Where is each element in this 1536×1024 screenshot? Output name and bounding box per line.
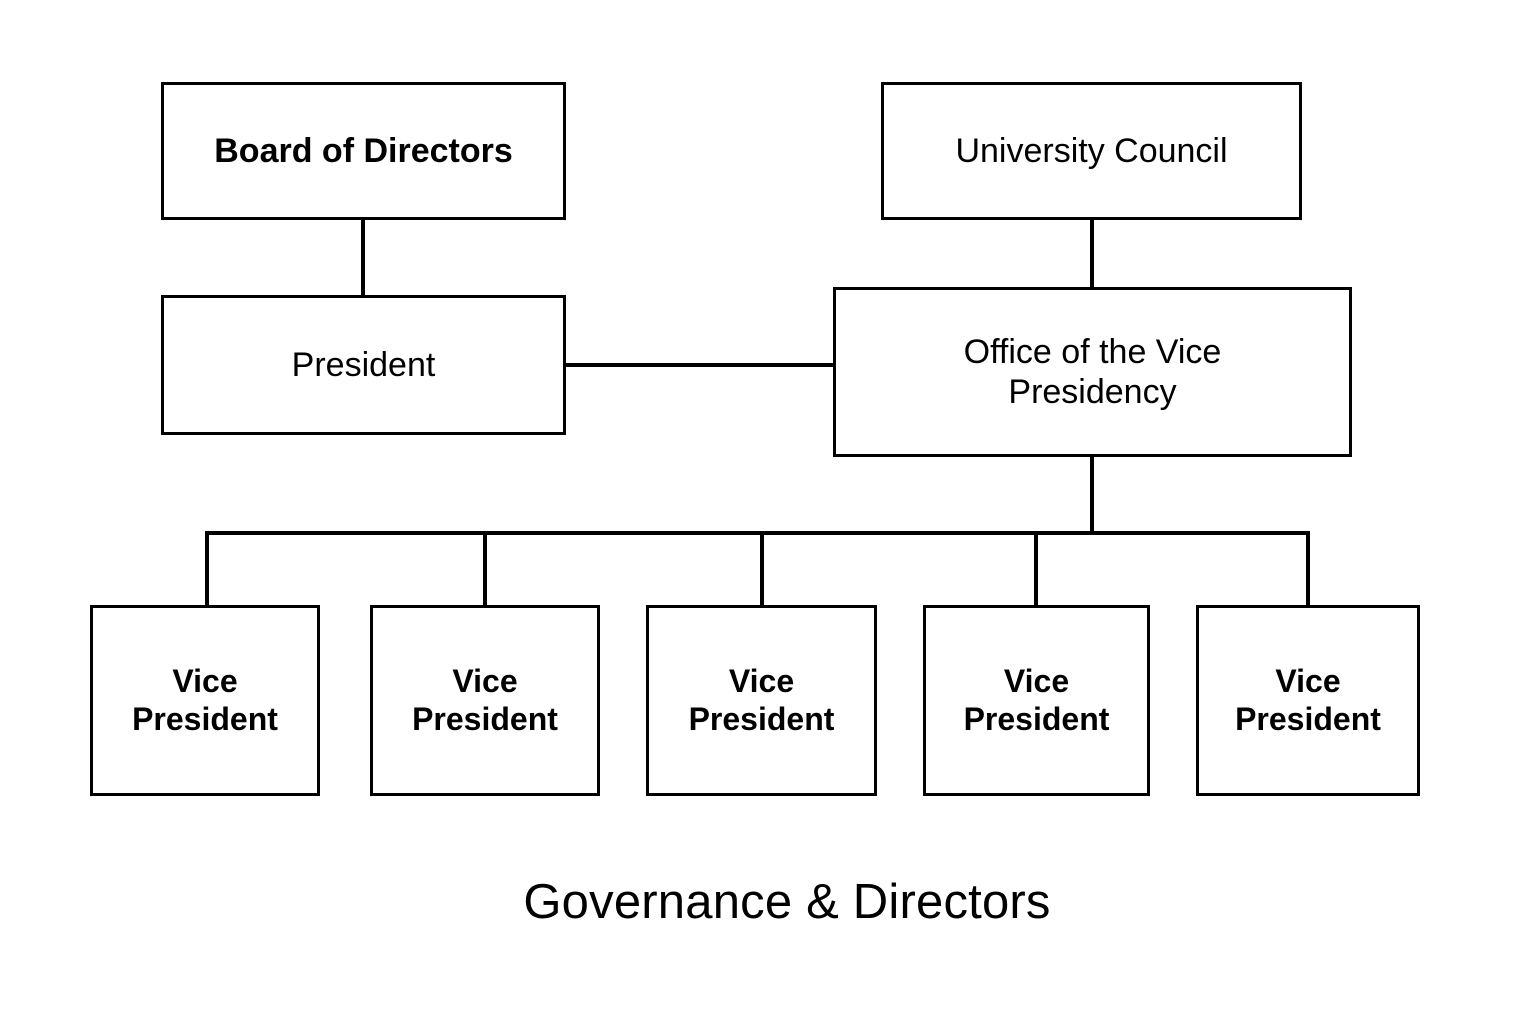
- node-vice-president-4-label: Vice President: [963, 662, 1110, 737]
- diagram-caption: Governance & Directors: [523, 875, 1051, 929]
- node-vice-president-3[interactable]: Vice President: [646, 605, 877, 796]
- node-vice-president-5[interactable]: Vice President: [1196, 605, 1420, 796]
- node-vice-president-2[interactable]: Vice President: [370, 605, 600, 796]
- connector-drop-vice-president-1: [205, 531, 209, 607]
- node-board-of-directors-label: Board of Directors: [214, 131, 513, 170]
- node-vice-president-5-label: Vice President: [1235, 662, 1381, 737]
- connector-council-to-office-vp: [1090, 218, 1094, 289]
- node-university-council-label: University Council: [955, 131, 1228, 170]
- node-office-of-the-vice-presidency[interactable]: Office of the Vice Presidency: [833, 287, 1352, 457]
- node-board-of-directors[interactable]: Board of Directors: [161, 82, 566, 220]
- connector-board-to-president: [361, 218, 365, 297]
- node-vice-president-1-label: Vice President: [132, 662, 278, 737]
- node-university-council[interactable]: University Council: [881, 82, 1302, 220]
- node-president[interactable]: President: [161, 295, 566, 435]
- connector-distribution-bus: [207, 531, 1310, 535]
- node-vice-president-3-label: Vice President: [688, 662, 835, 737]
- node-president-label: President: [291, 345, 436, 384]
- connector-drop-vice-president-4: [1034, 531, 1038, 607]
- node-vice-president-1[interactable]: Vice President: [90, 605, 320, 796]
- node-office-of-the-vice-presidency-label: Office of the Vice Presidency: [963, 332, 1222, 411]
- node-vice-president-2-label: Vice President: [412, 662, 558, 737]
- connector-drop-vice-president-5: [1306, 531, 1310, 607]
- connector-office-vp-to-bus: [1090, 455, 1094, 535]
- connector-drop-vice-president-2: [483, 531, 487, 607]
- connector-president-to-office-vp: [566, 363, 835, 367]
- node-vice-president-4[interactable]: Vice President: [923, 605, 1150, 796]
- connector-drop-vice-president-3: [760, 531, 764, 607]
